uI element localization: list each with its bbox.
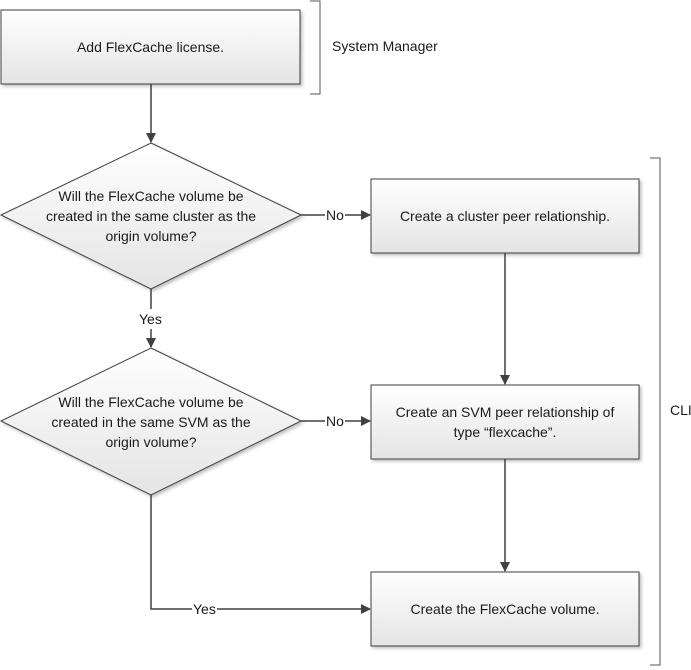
edge-label-yes-cluster: Yes <box>138 309 163 329</box>
box-cluster-peer <box>370 178 640 254</box>
bracket-cli <box>650 157 661 666</box>
box-create-volume <box>370 571 640 647</box>
step-svm-peer-text: Create an SVM peer relationship of type … <box>395 404 615 440</box>
bracket-system-manager <box>310 0 321 95</box>
edge-label-no-svm: No <box>325 411 345 431</box>
decision-same-cluster-text: Will the FlexCache volume be created in … <box>45 188 257 244</box>
edge-label-no-cluster: No <box>325 205 345 225</box>
step-create-volume-text: Create the FlexCache volume. <box>410 601 600 617</box>
annotation-cli: CLI <box>670 402 691 418</box>
annotation-system-manager: System Manager <box>332 38 438 54</box>
decision-same-svm-text: Will the FlexCache volume be created in … <box>51 394 251 450</box>
box-svm-peer <box>370 384 640 460</box>
step-add-license-text: Add FlexCache license. <box>76 39 225 55</box>
edge-label-yes-svm: Yes <box>192 599 217 619</box>
arrow-svm-decision-yes <box>150 495 371 614</box>
step-cluster-peer-text: Create a cluster peer relationship. <box>399 208 611 224</box>
box-add-license <box>0 9 301 85</box>
